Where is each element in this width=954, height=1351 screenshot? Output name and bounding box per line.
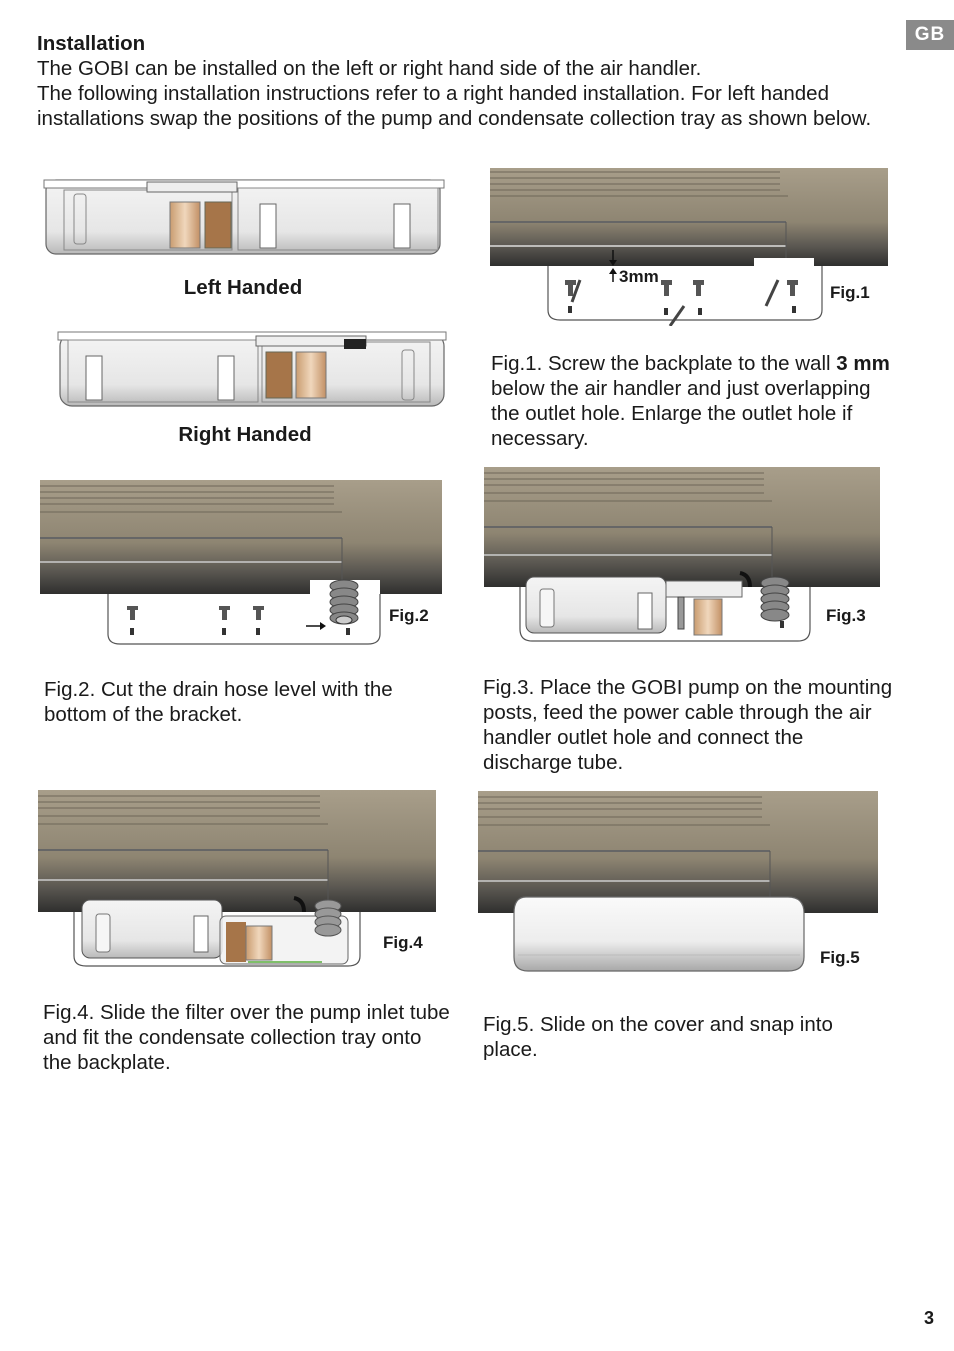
fig4-label: Fig.4 [383, 933, 423, 952]
left-handed-illustration [42, 178, 447, 258]
fig3-illustration: Fig.3 [482, 465, 882, 645]
fig2-label: Fig.2 [389, 606, 429, 625]
intro-paragraph-1: The GOBI can be installed on the left or… [37, 57, 702, 80]
intro-section: Installation The GOBI can be installed o… [37, 31, 917, 131]
fig2-caption: Fig.2. Cut the drain hose level with the… [44, 678, 393, 726]
right-handed-label: Right Handed [178, 423, 312, 446]
fig4-caption: Fig.4. Slide the filter over the pump in… [43, 1001, 450, 1074]
fig2-illustration: Fig.2 [38, 478, 444, 648]
fig1-illustration: 3mm Fig.1 [488, 166, 890, 326]
fig3-caption: Fig.3. Place the GOBI pump on the mounti… [483, 676, 893, 774]
page-number: 3 [924, 1308, 935, 1328]
fig1-caption: Fig.1. Screw the backplate to the wall 3… [491, 352, 890, 450]
fig5-label: Fig.5 [820, 948, 860, 967]
fig4-illustration: Fig.4 [36, 788, 438, 970]
fig1-label: Fig.1 [830, 283, 870, 302]
intro-paragraph-2: The following installation instructions … [37, 82, 872, 130]
fig5-caption: Fig.5. Slide on the cover and snap into … [483, 1013, 833, 1061]
section-heading: Installation [37, 32, 146, 55]
left-handed-label: Left Handed [183, 276, 303, 299]
language-badge: GB [906, 20, 954, 50]
fig5-illustration: Fig.5 [476, 789, 880, 975]
fig1-dimension: 3mm [619, 267, 659, 286]
fig3-label: Fig.3 [826, 606, 866, 625]
right-handed-illustration [56, 330, 449, 410]
